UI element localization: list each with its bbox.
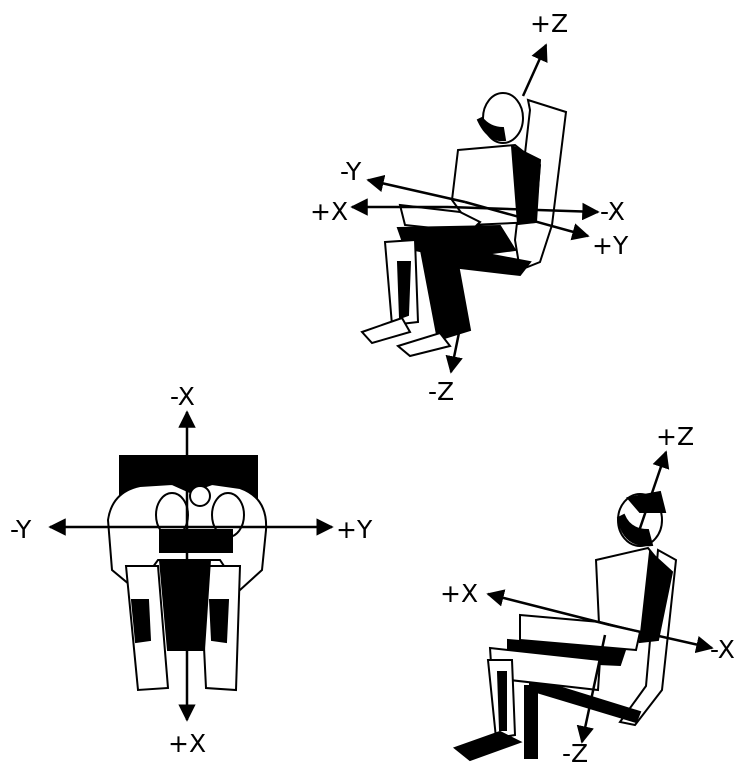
seated-figure-side xyxy=(455,492,676,760)
label-neg-x: -X xyxy=(710,635,735,664)
label-pos-z: +Z xyxy=(656,422,694,451)
top-view: -X +X -Y +Y xyxy=(10,382,373,758)
label-neg-y: -Y xyxy=(340,157,362,186)
label-neg-z: -Z xyxy=(562,739,588,764)
label-neg-x: -X xyxy=(170,382,195,411)
label-pos-y: +Y xyxy=(592,231,629,260)
label-neg-y: -Y xyxy=(10,515,32,544)
label-pos-x: +X xyxy=(168,729,206,758)
isometric-view: +Z -Z +X -X -Y +Y xyxy=(310,9,629,406)
label-neg-z: -Z xyxy=(428,377,454,406)
label-pos-x: +X xyxy=(440,579,478,608)
side-view: +Z -Z +X -X xyxy=(440,422,735,764)
label-pos-z: +Z xyxy=(530,9,568,38)
axis-pos-z-arrow xyxy=(523,45,546,96)
label-neg-x: -X xyxy=(600,197,625,226)
axis-neg-y-arrow xyxy=(368,180,465,202)
seated-figure-isometric xyxy=(362,93,566,356)
label-pos-y: +Y xyxy=(336,515,373,544)
label-pos-x: +X xyxy=(310,197,348,226)
